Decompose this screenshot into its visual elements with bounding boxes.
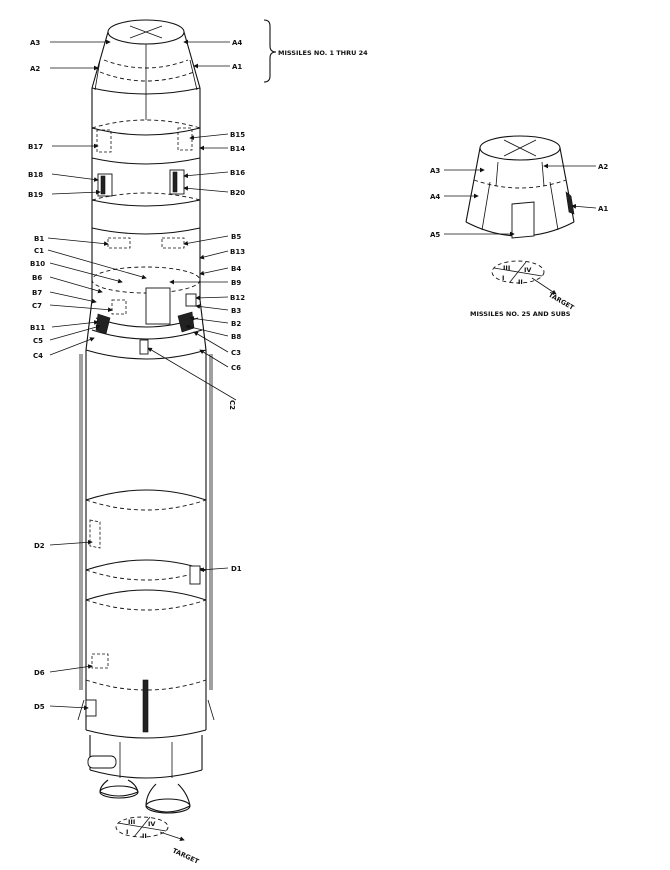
bottom-compass: III IV I II TARGET [115,816,201,866]
label-b8: B8 [231,333,241,341]
inset-label-a5: A5 [430,231,440,239]
label-c7: C7 [32,302,42,310]
target-label: TARGET [171,847,200,865]
label-b14: B14 [230,145,245,153]
label-b10: B10 [30,260,45,268]
label-d6: D6 [34,669,45,677]
inset-compass-quadrant-2: II [518,278,523,286]
label-b2: B2 [231,320,241,328]
label-d1: D1 [231,565,242,573]
inset-label-a4: A4 [430,193,440,201]
label-c4: C4 [33,352,43,360]
inset-target-label: TARGET [547,291,576,312]
label-b7: B7 [32,289,42,297]
second-stage [91,87,201,325]
label-b5: B5 [231,233,241,241]
compass-quadrant-4: IV [148,820,155,828]
inset-label-a2: A2 [598,163,608,171]
label-a3: A3 [30,39,40,47]
main-labels: A3 A2 B17 B18 B19 B1 C1 B10 B6 B7 C7 B11… [28,39,245,711]
label-b6: B6 [32,274,42,282]
label-b3: B3 [231,307,241,315]
compass-quadrant-3: III [128,818,135,826]
missile-body: III IV I II TARGET [77,19,215,866]
label-b16: B16 [230,169,245,177]
inset-compass: III IV I II TARGET [491,260,576,312]
inset-label-a3: A3 [430,167,440,175]
label-a4: A4 [232,39,242,47]
inset-compass-quadrant-4: IV [524,266,531,274]
inset-compass-quadrant-3: III [503,264,510,272]
inset-nose-cone [465,135,575,239]
bracket-caption: MISSILES NO. 1 THRU 24 [278,49,368,57]
inset-compass-quadrant-1: I [502,274,504,282]
label-c2: C2 [228,400,236,410]
label-b13: B13 [230,248,245,256]
label-b9: B9 [231,279,241,287]
label-b19: B19 [28,191,43,199]
engine-section [85,729,207,814]
label-c3: C3 [231,349,241,357]
label-b12: B12 [230,294,245,302]
nose-cone [91,19,201,120]
label-c1: C1 [34,247,44,255]
label-b11: B11 [30,324,45,332]
label-b4: B4 [231,265,241,273]
compass-quadrant-2: II [142,832,147,840]
label-d5: D5 [34,703,45,711]
label-a1: A1 [232,63,242,71]
label-b20: B20 [230,189,245,197]
label-b1: B1 [34,235,44,243]
label-b17: B17 [28,143,43,151]
label-d2: D2 [34,542,45,550]
inset-label-a1: A1 [598,205,608,213]
bracket: MISSILES NO. 1 THRU 24 [263,19,368,83]
label-b18: B18 [28,171,43,179]
inset-labels: A3 A4 A5 A2 A1 [430,163,608,239]
inset-caption: MISSILES NO. 25 AND SUBS [470,310,571,318]
label-c6: C6 [231,364,241,372]
first-stage [77,350,215,733]
label-a2: A2 [30,65,40,73]
label-c5: C5 [33,337,43,345]
compass-quadrant-1: I [126,828,128,836]
label-b15: B15 [230,131,245,139]
